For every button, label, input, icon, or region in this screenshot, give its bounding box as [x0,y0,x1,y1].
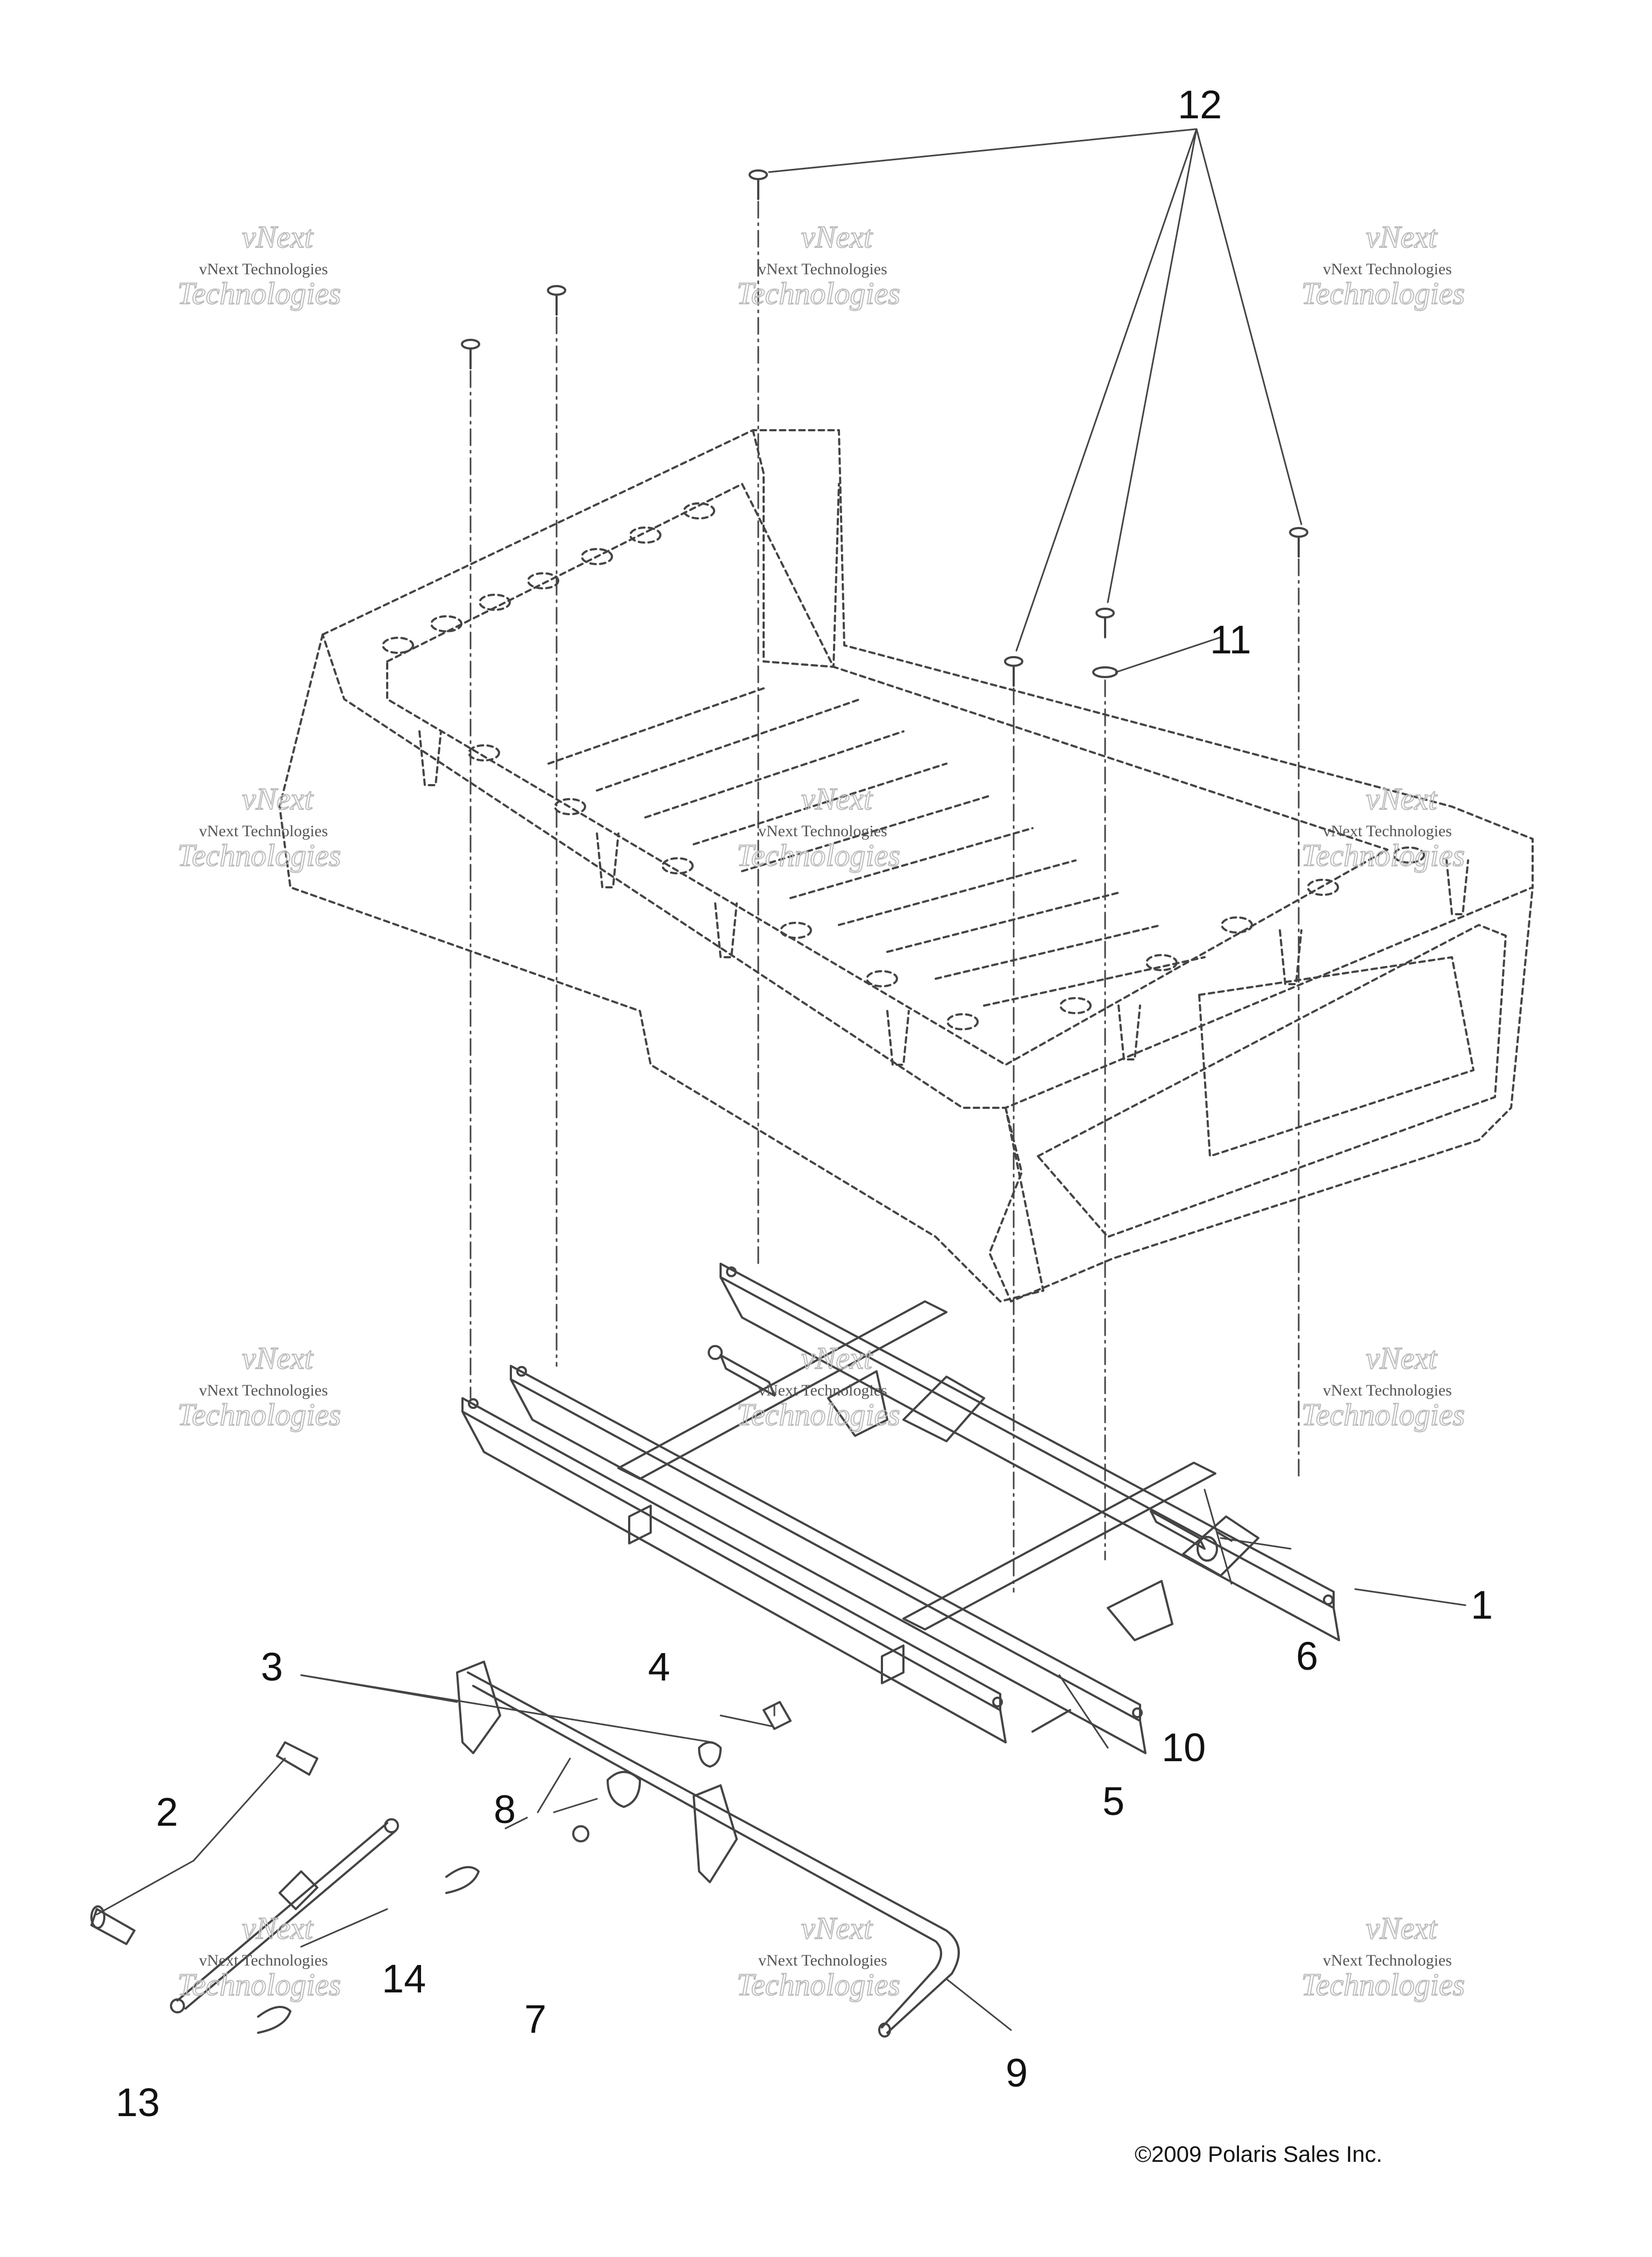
screw-f [1004,656,1023,687]
svg-text:vNext Technologies: vNext Technologies [758,1952,887,1969]
callout-9: 9 [1006,2050,1028,2095]
watermark-8: vNext vNext Technologies Technologies [736,1340,901,1433]
screw-a [749,169,768,200]
svg-text:vNext: vNext [242,1911,314,1946]
part-13-strut [170,1818,399,2013]
callout-10: 10 [1162,1725,1206,1770]
watermark-2: vNext vNext Technologies Technologies [736,219,901,311]
screws-12 [461,169,1308,687]
svg-text:vNext Technologies: vNext Technologies [199,1952,328,1969]
callout-3: 3 [261,1644,283,1689]
svg-text:vNext: vNext [801,781,873,816]
svg-text:Technologies: Technologies [1301,1967,1465,2002]
svg-text:vNext Technologies: vNext Technologies [758,260,887,278]
svg-text:Technologies: Technologies [737,1967,900,2002]
watermark-3: vNext vNext Technologies Technologies [1301,219,1465,311]
screw-e [1095,608,1115,638]
svg-text:Technologies: Technologies [177,1967,341,2002]
watermark-big-2: Technologies [177,276,341,311]
latch-assembly [456,1661,738,1883]
svg-text:vNext: vNext [242,781,314,816]
svg-text:vNext: vNext [1366,1341,1438,1376]
callout-4: 4 [648,1644,670,1689]
svg-text:Technologies: Technologies [1301,838,1465,873]
svg-text:vNext Technologies: vNext Technologies [199,1382,328,1399]
watermarks: vNext vNext Technologies Technologies vN… [177,219,1465,2003]
leader-lines [96,128,1466,2031]
watermark-7: vNext vNext Technologies Technologies [177,1340,341,1433]
watermark-1: vNext vNext Technologies Technologies [177,219,341,311]
callout-2: 2 [156,1790,178,1834]
callout-13: 13 [116,2080,160,2125]
watermark-6: vNext vNext Technologies Technologies [1301,781,1465,873]
svg-text:Technologies: Technologies [1301,1397,1465,1432]
watermark-big-1: vNext [242,219,314,254]
svg-text:vNext Technologies: vNext Technologies [1323,260,1452,278]
copyright: ©2009 Polaris Sales Inc. [1135,2141,1383,2167]
part-14-clips [257,1866,480,2034]
mounting-lines [469,201,1300,1593]
part-4 [763,1701,792,1730]
svg-text:Technologies: Technologies [737,1397,900,1432]
cargo-box [279,429,1534,1302]
svg-text:vNext: vNext [1366,219,1438,254]
callout-7: 7 [524,1997,546,2041]
watermark-5: vNext vNext Technologies Technologies [736,781,901,873]
callout-14: 14 [382,1956,426,2001]
svg-text:Technologies: Technologies [737,276,900,311]
callout-12: 12 [1178,82,1222,127]
callout-6: 6 [1296,1634,1318,1678]
watermark-12: vNext vNext Technologies Technologies [1301,1910,1465,2003]
part-6 [1217,1532,1233,1542]
svg-text:vNext: vNext [1366,781,1438,816]
svg-text:Technologies: Technologies [737,838,900,873]
svg-text:vNext: vNext [1366,1911,1438,1946]
watermark-small: vNext Technologies [199,260,328,278]
callout-8: 8 [494,1787,516,1832]
svg-text:Technologies: Technologies [177,1397,341,1432]
callouts: 12 11 1 6 10 5 4 3 8 2 14 7 9 13 [116,82,1493,2125]
svg-text:vNext Technologies: vNext Technologies [1323,822,1452,840]
svg-text:vNext: vNext [801,1341,873,1376]
svg-text:Technologies: Technologies [177,838,341,873]
part-5 [1031,1709,1071,1733]
washer-11 [1092,666,1118,678]
callout-5: 5 [1102,1779,1124,1824]
callout-11: 11 [1210,617,1251,662]
screw-c [461,339,480,369]
watermark-10: vNext vNext Technologies Technologies [177,1910,341,2003]
watermark-4: vNext vNext Technologies Technologies [177,781,341,873]
watermark-9: vNext vNext Technologies Technologies [1301,1340,1465,1433]
box-frame-1 [461,1263,1340,1754]
svg-text:vNext Technologies: vNext Technologies [758,822,887,840]
svg-text:vNext Technologies: vNext Technologies [758,1382,887,1399]
svg-text:vNext: vNext [242,1341,314,1376]
svg-text:vNext Technologies: vNext Technologies [1323,1382,1452,1399]
svg-text:vNext Technologies: vNext Technologies [1323,1952,1452,1969]
svg-text:vNext Technologies: vNext Technologies [199,822,328,840]
pivot-pins [708,1345,1233,1733]
watermark-11: vNext vNext Technologies Technologies [736,1910,901,2003]
svg-text:vNext: vNext [801,1911,873,1946]
part-9-rod [467,1671,960,2038]
screw-b [547,285,566,316]
callout-1: 1 [1471,1583,1493,1627]
screw-d [1289,527,1308,558]
part-10 [1150,1510,1206,1550]
svg-text:Technologies: Technologies [1301,276,1465,311]
svg-text:vNext: vNext [801,219,873,254]
part-2-pin [90,1741,318,1945]
